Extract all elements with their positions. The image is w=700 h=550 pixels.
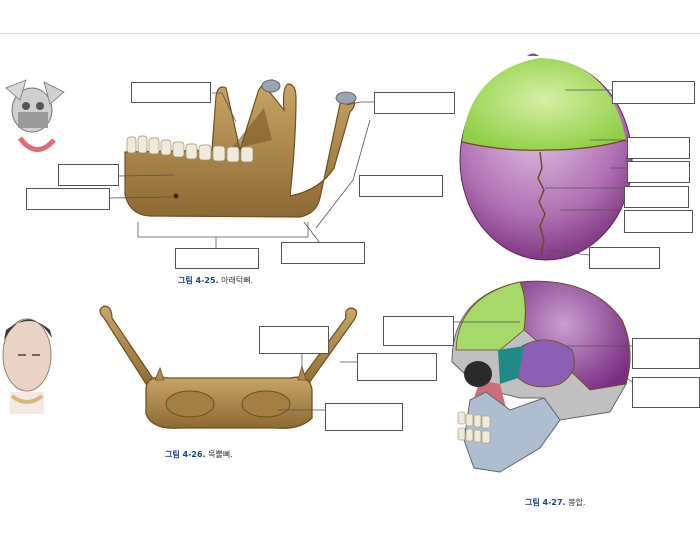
skull-top-view xyxy=(459,53,633,261)
hyoid-label-box-1[interactable] xyxy=(259,326,329,354)
sutures-caption-number: 그림 4-27. xyxy=(525,498,566,507)
skull-top-label-box-2[interactable] xyxy=(627,137,690,159)
skull-top-label-box-6[interactable] xyxy=(589,247,660,269)
skull-top-label-box-5[interactable] xyxy=(624,210,693,233)
hyoid-label-box-3[interactable] xyxy=(325,403,403,431)
mandible-label-box-6[interactable] xyxy=(175,248,259,269)
mandible-caption: 그림 4-25. 아래턱뼈. xyxy=(178,275,253,286)
mandible-label-box-4[interactable] xyxy=(26,188,110,210)
skull-side-label-box-3[interactable] xyxy=(632,377,700,408)
skull-top-label-box-3[interactable] xyxy=(627,161,690,183)
skull-thumbnail xyxy=(5,79,65,152)
mandible-illustration xyxy=(109,79,374,248)
skull-top-label-box-4[interactable] xyxy=(624,186,689,208)
mandible-label-box-5[interactable] xyxy=(359,175,443,197)
face-thumbnail xyxy=(2,318,52,414)
top-divider xyxy=(0,33,700,34)
hyoid-caption-number: 그림 4-26. xyxy=(165,450,206,459)
skull-teeth xyxy=(457,411,491,444)
hyoid-caption: 그림 4-26. 목뿔뼈. xyxy=(165,449,233,460)
hyoid-caption-text: 목뿔뼈. xyxy=(205,450,233,459)
mandible-label-box-3[interactable] xyxy=(58,164,119,186)
mandible-caption-number: 그림 4-25. xyxy=(178,276,219,285)
skull-lateral-view xyxy=(451,280,633,473)
hyoid-label-box-2[interactable] xyxy=(357,353,437,381)
skull-top-label-box-1[interactable] xyxy=(612,81,695,104)
sutures-caption-text: 봉합. xyxy=(565,498,586,507)
skull-side-label-box-2[interactable] xyxy=(632,338,700,369)
mandible-label-box-1[interactable] xyxy=(131,82,211,103)
mandible-label-box-7[interactable] xyxy=(281,242,365,264)
hyoid-illustration xyxy=(99,305,358,429)
skull-side-label-box-1[interactable] xyxy=(383,316,454,346)
mandible-label-box-2[interactable] xyxy=(374,92,455,114)
sutures-caption: 그림 4-27. 봉합. xyxy=(525,497,585,508)
mandible-teeth xyxy=(126,135,254,163)
mandible-caption-text: 아래턱뼈. xyxy=(218,276,254,285)
